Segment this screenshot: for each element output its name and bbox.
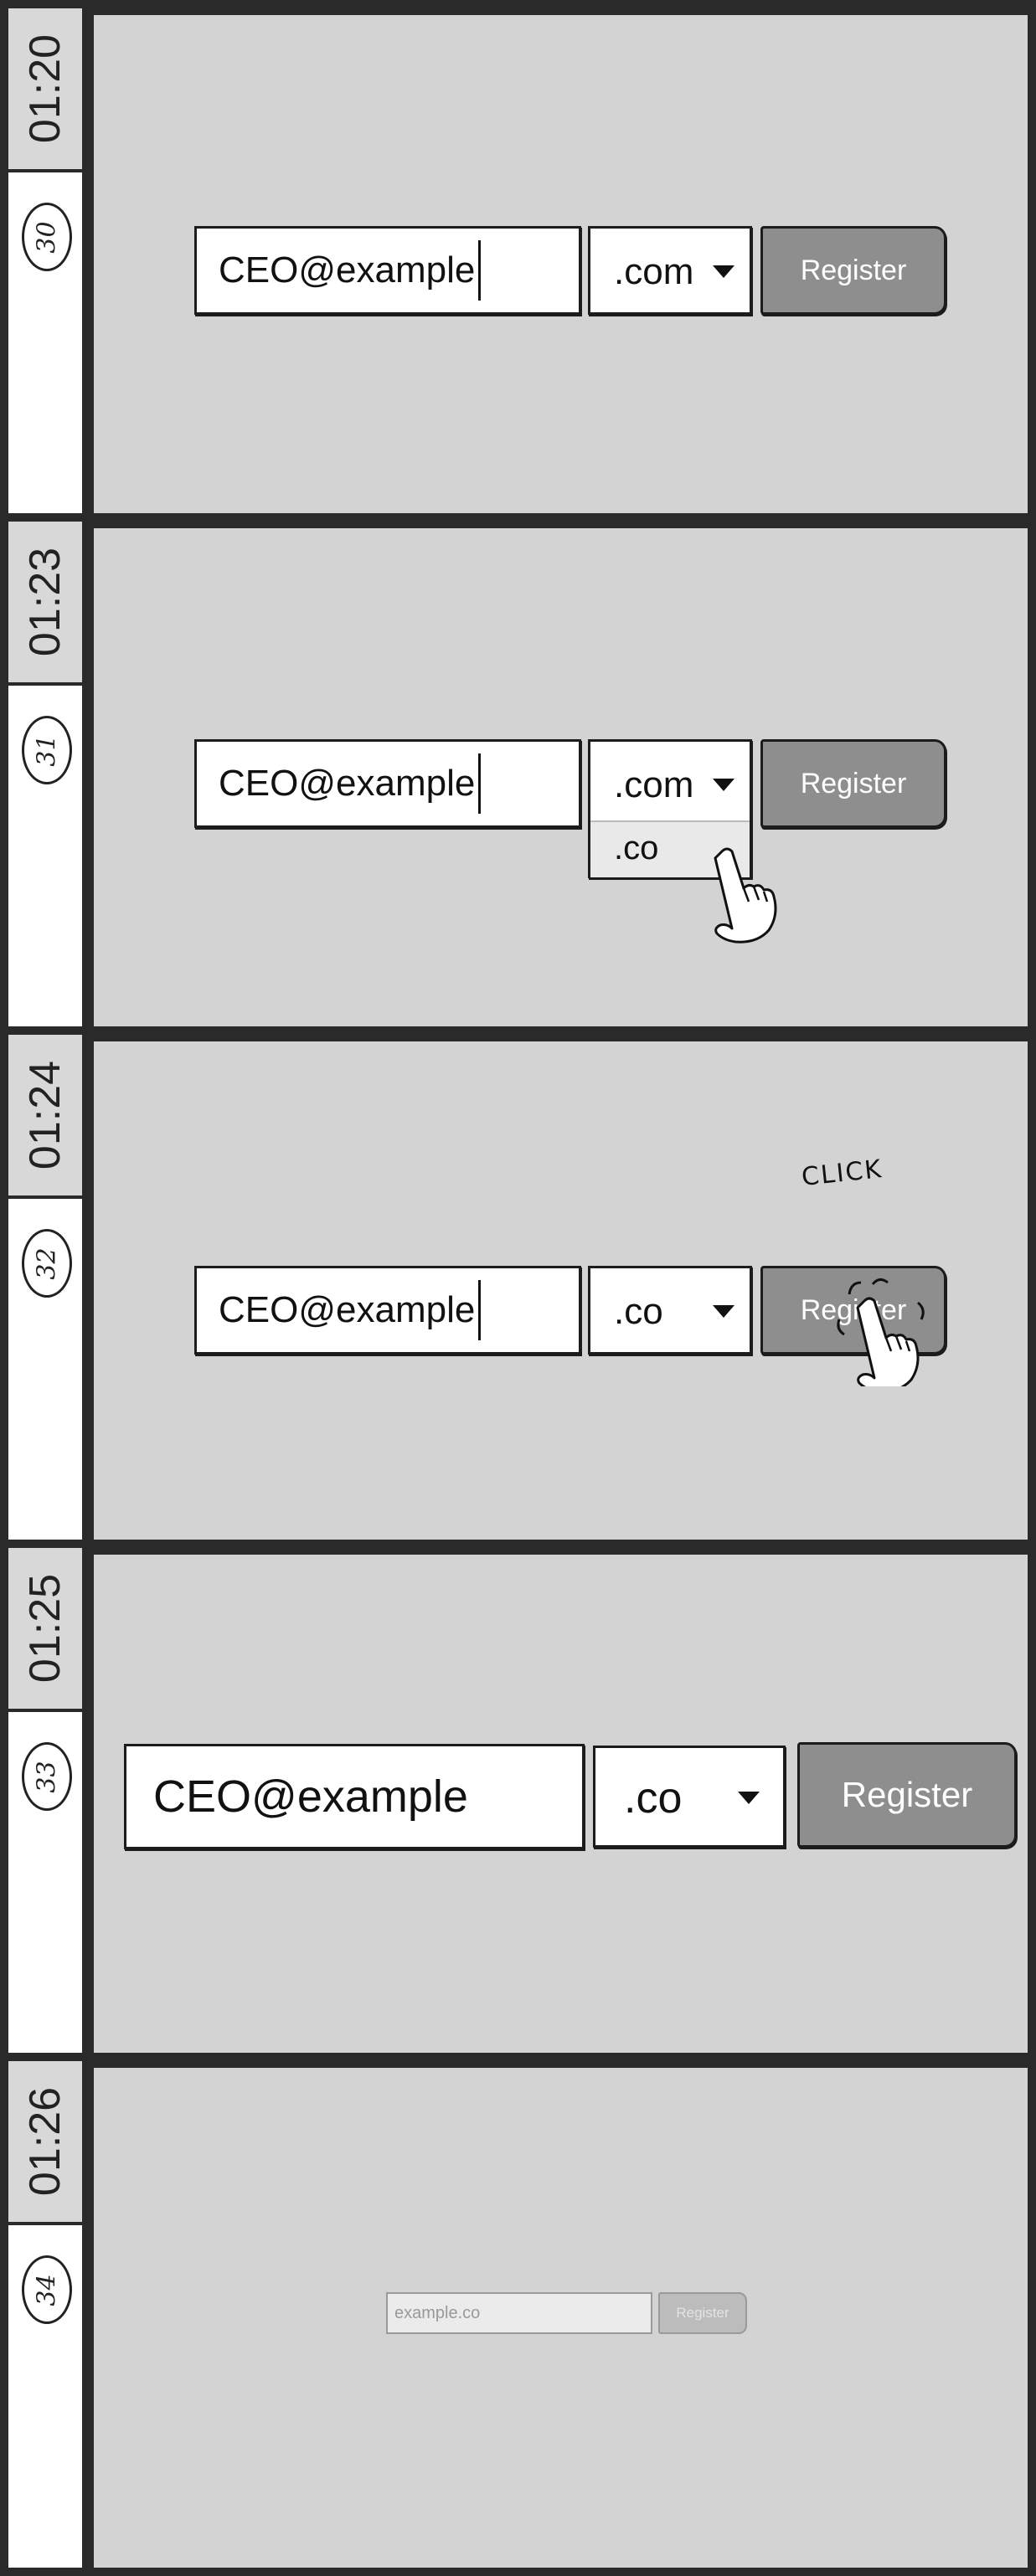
dropdown-arrow-icon [713,265,734,278]
tld-select[interactable]: .co [593,1746,786,1848]
tld-value: .co [624,1774,683,1823]
storyboard-frame-4: 01:25 33 CEO@example .co Register [0,1540,1036,2053]
timestamp: 01:20 [8,8,82,172]
frame-sidebar: 01:25 33 [8,1548,90,2053]
register-button[interactable]: Register [797,1742,1017,1848]
screen-panel: CEO@example .co Register [94,1555,1028,2053]
text-caret-icon [478,240,482,301]
frame-number: 31 [22,716,72,784]
frame-sidebar: 01:26 34 [8,2061,90,2568]
screen-panel: CLICK CEO@example .co Register [94,1041,1028,1540]
email-input[interactable]: CEO@example [194,226,581,315]
tld-value: .com [614,251,694,292]
frame-number: 32 [22,1229,72,1298]
email-value: CEO@example [219,1289,476,1330]
frame-number: 30 [22,203,72,271]
tld-value: .com [614,764,694,805]
email-input[interactable]: CEO@example [124,1744,585,1849]
frame-number: 34 [22,2255,72,2324]
screen-panel: CEO@example .com Register [94,15,1028,513]
screen-panel: CEO@example .com .co Register [94,528,1028,1026]
timestamp: 01:24 [8,1035,82,1199]
tld-select-open[interactable]: .com .co [588,739,752,878]
text-caret-icon [478,753,482,814]
register-button[interactable]: Register [760,739,946,828]
click-annotation: CLICK [800,1154,884,1192]
tld-select[interactable]: .com [588,226,752,315]
timestamp: 01:26 [8,2061,82,2225]
email-input[interactable]: CEO@example [194,1266,581,1355]
email-input-disabled[interactable]: example.co [386,2292,652,2334]
register-button[interactable]: Register [760,226,946,315]
register-button[interactable]: Register [760,1266,946,1355]
screen-panel: example.co Register [94,2068,1028,2568]
timestamp: 01:25 [8,1548,82,1712]
email-placeholder: example.co [394,2303,481,2322]
dropdown-arrow-icon [738,1792,760,1804]
email-value: CEO@example [153,1771,468,1822]
tld-value: .co [614,1291,663,1332]
pointing-hand-icon [837,1278,925,1386]
frame-sidebar: 01:23 31 [8,522,90,1026]
storyboard-frame-3: 01:24 32 CLICK CEO@example .co Register [0,1026,1036,1540]
email-value: CEO@example [219,249,476,291]
frame-sidebar: 01:20 30 [8,8,90,513]
dropdown-arrow-icon [713,1305,734,1318]
email-input[interactable]: CEO@example [194,739,581,828]
frame-number: 33 [22,1742,72,1811]
storyboard-frame-5: 01:26 34 example.co Register [0,2053,1036,2576]
email-value: CEO@example [219,763,476,804]
storyboard-frame-2: 01:23 31 CEO@example .com .co Register [0,513,1036,1026]
pointing-hand-icon [714,847,777,944]
frame-sidebar: 01:24 32 [8,1035,90,1540]
register-button-disabled[interactable]: Register [658,2292,747,2334]
storyboard-frame-1: 01:20 30 CEO@example .com Register [0,0,1036,513]
dropdown-arrow-icon [713,779,734,791]
tld-select[interactable]: .co [588,1266,752,1355]
timestamp: 01:23 [8,522,82,686]
text-caret-icon [478,1280,482,1340]
